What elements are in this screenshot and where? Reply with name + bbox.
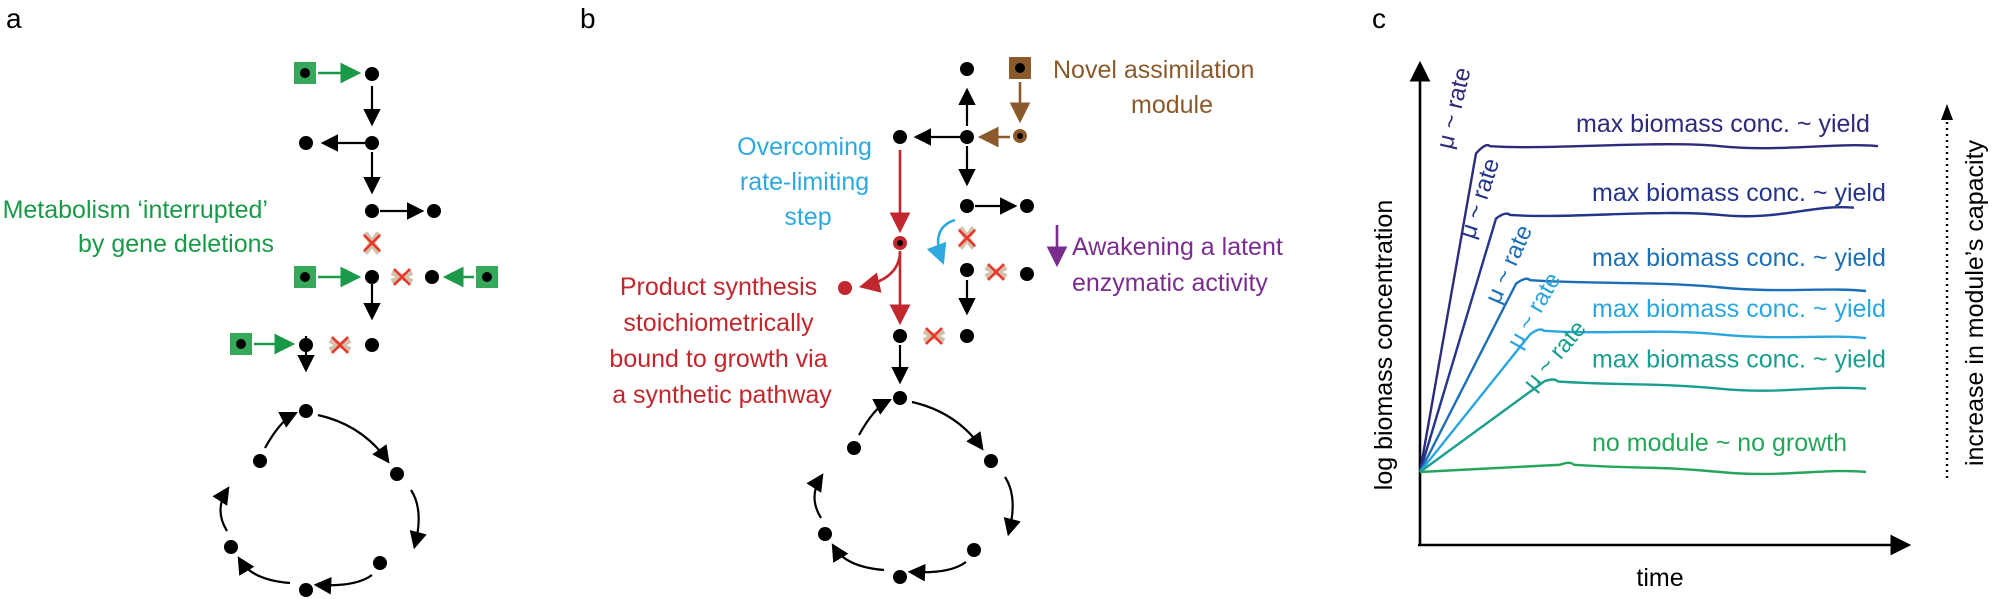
x-axis-label: time bbox=[1636, 564, 1683, 592]
metabolite bbox=[365, 338, 379, 352]
metabolite bbox=[1020, 199, 1034, 213]
cycle-arrow bbox=[237, 556, 291, 585]
cycle-arrow bbox=[858, 399, 892, 436]
metabolite bbox=[960, 62, 974, 76]
assimilation-module bbox=[977, 57, 1031, 148]
metabolite bbox=[425, 270, 439, 284]
panel-a: a bbox=[3, 3, 498, 597]
cycle-arrow bbox=[264, 412, 298, 449]
capacity-label: increase in module’s capacity bbox=[1961, 139, 1989, 466]
capacity-arrowhead bbox=[1941, 104, 1953, 120]
metabolite bbox=[299, 338, 313, 352]
series-label-6: no module ~ no growth bbox=[1592, 429, 1847, 457]
metabolite bbox=[1020, 267, 1034, 281]
supplements-a bbox=[230, 62, 498, 355]
cycle-arrow bbox=[907, 561, 967, 582]
metabolite bbox=[960, 329, 974, 343]
metabolite bbox=[482, 272, 492, 282]
cycle-arrow bbox=[806, 473, 824, 519]
deleted-reactions-a bbox=[328, 231, 414, 354]
central-cycle-a bbox=[212, 404, 427, 597]
metabolite bbox=[299, 136, 313, 150]
cycle-arrow bbox=[212, 486, 230, 532]
slope-label-1: μ ~ rate bbox=[1432, 65, 1477, 152]
metabolite bbox=[893, 391, 907, 405]
deleted-reaction-cross bbox=[957, 226, 977, 250]
pathway-a-arrows bbox=[297, 86, 425, 373]
label-latent-activity: Awakening a latent enzymatic activity bbox=[1072, 233, 1290, 297]
metabolite bbox=[373, 556, 387, 570]
metabolite bbox=[847, 441, 861, 455]
metabolite bbox=[960, 199, 974, 213]
series-line-3 bbox=[1418, 277, 1867, 473]
label-product-synthesis: Product synthesis stoichiometrically bou… bbox=[609, 273, 834, 409]
panel-letter-b: b bbox=[580, 3, 596, 34]
panel-letter-a: a bbox=[6, 3, 22, 34]
metabolite bbox=[236, 339, 246, 349]
deleted-reaction-cross bbox=[922, 327, 946, 345]
panel-c: c time log biomass concentration increas… bbox=[1370, 3, 1989, 592]
metabolite bbox=[365, 136, 379, 150]
deleted-reaction-cross bbox=[328, 336, 352, 354]
panel-letter-c: c bbox=[1372, 3, 1386, 34]
deleted-reactions-b bbox=[922, 226, 1008, 345]
product-pathway bbox=[838, 150, 911, 326]
series-line-1 bbox=[1418, 143, 1879, 473]
metabolite bbox=[299, 404, 313, 418]
cycle-arrow bbox=[409, 489, 427, 550]
metabolite bbox=[818, 527, 832, 541]
metabolites-b bbox=[893, 62, 1034, 343]
label-rate-limiting: Overcoming rate-limiting step bbox=[737, 133, 879, 231]
metabolite bbox=[300, 272, 310, 282]
deleted-reaction-cross bbox=[390, 268, 414, 286]
chart-lines bbox=[1418, 143, 1879, 476]
metabolite bbox=[893, 570, 907, 584]
metabolite bbox=[365, 67, 379, 81]
label-metabolism-interrupted: Metabolism ‘interrupted’ by gene deletio… bbox=[3, 196, 274, 258]
deleted-reaction-cross bbox=[362, 231, 382, 255]
metabolite bbox=[224, 540, 238, 554]
series-label-1: max biomass conc. ~ yield bbox=[1576, 110, 1870, 138]
metabolite bbox=[390, 467, 404, 481]
cycle-arrow bbox=[1003, 476, 1021, 537]
series-label-3: max biomass conc. ~ yield bbox=[1592, 244, 1886, 272]
metabolite bbox=[365, 270, 379, 284]
product-dot bbox=[838, 281, 852, 295]
pathway-b-arrows bbox=[891, 87, 1018, 385]
metabolite bbox=[253, 454, 267, 468]
series-label-2: max biomass conc. ~ yield bbox=[1592, 179, 1886, 207]
product-arrow bbox=[858, 250, 902, 293]
panel-b: b bbox=[580, 3, 1290, 584]
series-line-2 bbox=[1418, 205, 1855, 473]
label-assimilation-module: Novel assimilation module bbox=[1053, 56, 1261, 119]
metabolite bbox=[984, 454, 998, 468]
slope-label-2: μ ~ rate bbox=[1454, 155, 1505, 242]
metabolite bbox=[893, 329, 907, 343]
metabolite bbox=[300, 68, 310, 78]
metabolite bbox=[1015, 63, 1025, 73]
rate-limiting-arrow bbox=[926, 218, 956, 265]
series-line-5 bbox=[1419, 378, 1867, 473]
deleted-reaction-cross bbox=[984, 263, 1008, 281]
series-label-5: max biomass conc. ~ yield bbox=[1592, 346, 1886, 374]
metabolite bbox=[960, 130, 974, 144]
cycle-arrow bbox=[911, 400, 984, 451]
metabolite bbox=[299, 583, 313, 597]
metabolites-a bbox=[299, 67, 441, 352]
metabolite bbox=[960, 263, 974, 277]
cycle-arrow bbox=[313, 574, 373, 595]
metabolite bbox=[967, 543, 981, 557]
series-line-6 bbox=[1419, 461, 1867, 476]
metabolite bbox=[427, 204, 441, 218]
metabolite bbox=[365, 204, 379, 218]
y-axis-label: log biomass concentration bbox=[1370, 200, 1398, 490]
series-line-4 bbox=[1419, 328, 1867, 473]
chart-labels: max biomass conc. ~ yield μ ~ rate max bio… bbox=[1432, 65, 1886, 457]
cycle-arrow bbox=[317, 413, 390, 464]
metabolite bbox=[893, 130, 907, 144]
series-label-4: max biomass conc. ~ yield bbox=[1592, 295, 1886, 323]
cycle-arrow bbox=[831, 543, 885, 572]
central-cycle-b bbox=[806, 391, 1021, 584]
